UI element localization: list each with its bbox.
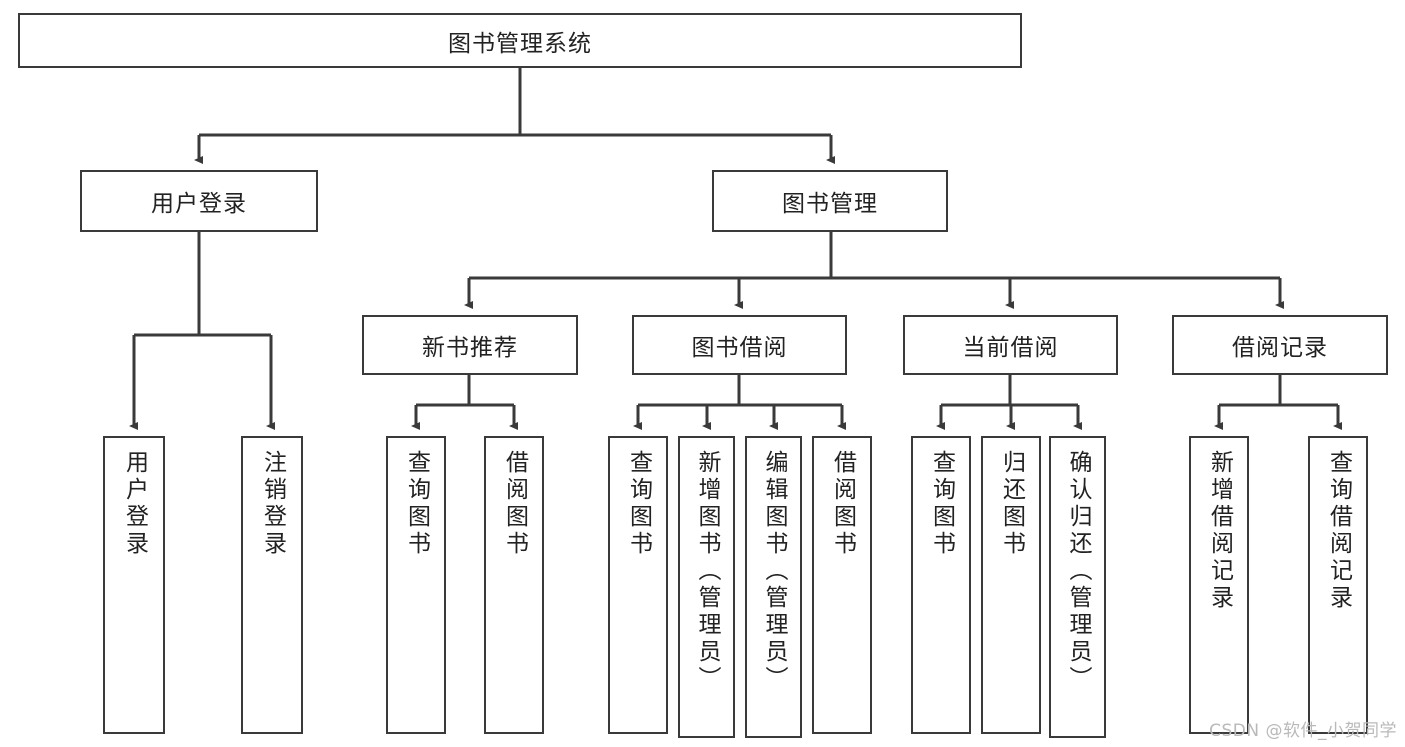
leaf-edit-book-admin[interactable]: 编辑图书（管理员） bbox=[745, 436, 802, 738]
node-book-management[interactable]: 图书管理 bbox=[712, 170, 948, 232]
leaf-return-book[interactable]: 归还图书 bbox=[981, 436, 1041, 734]
leaf-search-book-borrow-label: 查询图书 bbox=[625, 450, 652, 558]
leaf-logout[interactable]: 注销登录 bbox=[241, 436, 303, 734]
leaf-search-borrow-record[interactable]: 查询借阅记录 bbox=[1308, 436, 1368, 734]
leaf-confirm-return-admin-label: 确认归还（管理员） bbox=[1065, 450, 1091, 693]
leaf-borrow-book-recommend-label: 借阅图书 bbox=[501, 450, 528, 558]
leaf-search-book-recommend[interactable]: 查询图书 bbox=[386, 436, 446, 734]
csdn-watermark: CSDN @软件_小贺同学 bbox=[1209, 721, 1397, 741]
leaf-edit-book-admin-label: 编辑图书（管理员） bbox=[761, 450, 787, 693]
leaf-search-book-current[interactable]: 查询图书 bbox=[911, 436, 971, 734]
leaf-user-login-label: 用户登录 bbox=[121, 450, 148, 558]
node-book-borrow[interactable]: 图书借阅 bbox=[632, 315, 847, 375]
leaf-borrow-book[interactable]: 借阅图书 bbox=[812, 436, 872, 734]
leaf-add-book-admin-label: 新增图书（管理员） bbox=[694, 450, 720, 693]
node-current-borrow[interactable]: 当前借阅 bbox=[903, 315, 1118, 375]
leaf-search-book-recommend-label: 查询图书 bbox=[403, 450, 430, 558]
node-new-book-recommend[interactable]: 新书推荐 bbox=[362, 315, 578, 375]
node-borrow-record-label: 借阅记录 bbox=[1232, 335, 1328, 361]
leaf-add-book-admin[interactable]: 新增图书（管理员） bbox=[678, 436, 735, 738]
leaf-borrow-book-recommend[interactable]: 借阅图书 bbox=[484, 436, 544, 734]
leaf-add-borrow-record[interactable]: 新增借阅记录 bbox=[1189, 436, 1249, 734]
leaf-confirm-return-admin[interactable]: 确认归还（管理员） bbox=[1049, 436, 1106, 738]
node-book-management-label: 图书管理 bbox=[782, 191, 878, 217]
node-user-login-label: 用户登录 bbox=[151, 191, 247, 217]
leaf-search-book-borrow[interactable]: 查询图书 bbox=[608, 436, 668, 734]
node-user-login[interactable]: 用户登录 bbox=[80, 170, 318, 232]
node-root-label: 图书管理系统 bbox=[448, 30, 592, 57]
leaf-borrow-book-label: 借阅图书 bbox=[829, 450, 856, 558]
node-new-book-recommend-label: 新书推荐 bbox=[422, 335, 518, 361]
node-current-borrow-label: 当前借阅 bbox=[962, 335, 1059, 361]
node-book-borrow-label: 图书借阅 bbox=[691, 335, 788, 361]
leaf-search-book-current-label: 查询图书 bbox=[928, 450, 955, 558]
leaf-user-login[interactable]: 用户登录 bbox=[103, 436, 165, 734]
leaf-search-borrow-record-label: 查询借阅记录 bbox=[1325, 450, 1352, 612]
leaf-return-book-label: 归还图书 bbox=[998, 450, 1025, 558]
leaf-logout-label: 注销登录 bbox=[259, 450, 286, 558]
leaf-add-borrow-record-label: 新增借阅记录 bbox=[1206, 450, 1233, 612]
node-root[interactable]: 图书管理系统 bbox=[18, 13, 1022, 68]
node-borrow-record[interactable]: 借阅记录 bbox=[1172, 315, 1388, 375]
